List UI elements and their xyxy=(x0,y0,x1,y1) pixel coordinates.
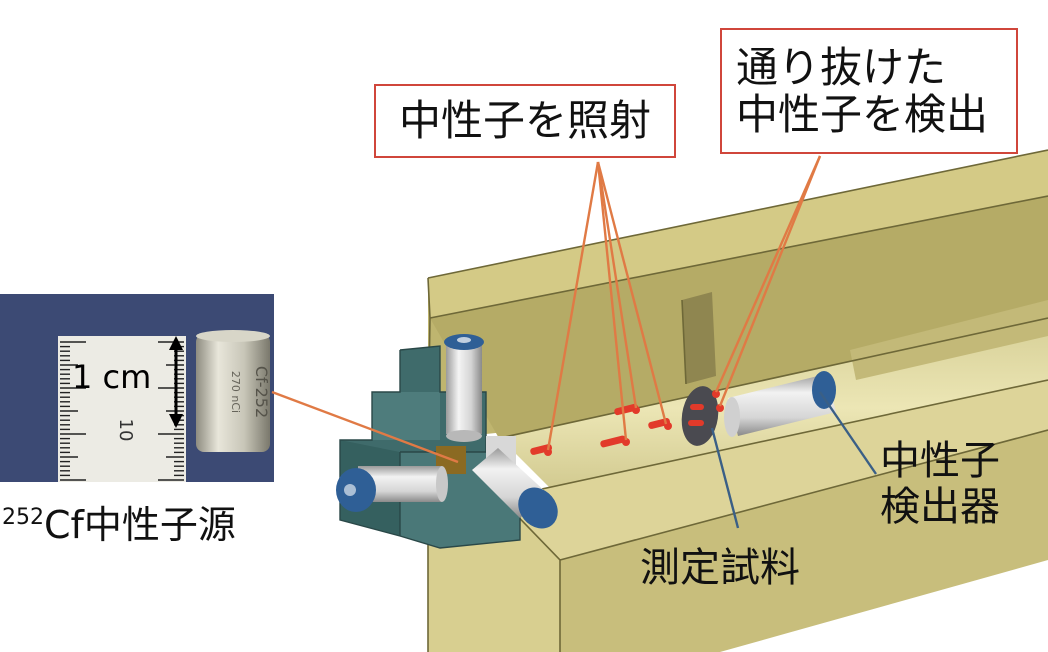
neutron-detector xyxy=(724,371,836,437)
source-side-detector-left xyxy=(336,466,448,512)
leader-source xyxy=(271,390,459,464)
source-label: 252Cf中性子源 xyxy=(2,494,236,549)
source-side-detector-right xyxy=(472,448,558,529)
capsule-marking-isotope: Cf-252 xyxy=(252,366,271,418)
source-label-text: Cf中性子源 xyxy=(44,503,236,547)
ruler-number: 10 xyxy=(115,419,136,442)
detector-label-line2: 検出器 xyxy=(880,484,1000,530)
leader-detector xyxy=(819,391,877,475)
capsule-marking-activity: 270 nCi xyxy=(229,371,242,413)
detector-cap xyxy=(812,371,836,409)
leader-irradiate-4 xyxy=(596,161,668,425)
detector-label: 中性子 検出器 xyxy=(880,438,1000,530)
cf252-capsule xyxy=(196,334,270,452)
source-isotope-number: 252 xyxy=(2,505,44,530)
callout-detect-line1: 通り抜けた xyxy=(736,42,947,92)
leader-irradiate-3 xyxy=(596,161,638,409)
scale-label: 1 cm xyxy=(72,358,152,396)
callout-detect-passed: 通り抜けた 中性子を検出 xyxy=(720,28,1018,154)
leader-irradiate-2 xyxy=(596,161,628,441)
detector-leader-lines xyxy=(710,391,877,529)
leader-detect-2 xyxy=(718,155,822,407)
source-side-detector-top xyxy=(444,334,484,442)
measurement-sample xyxy=(681,386,719,446)
leader-sample xyxy=(710,427,740,529)
callout-irradiate: 中性子を照射 xyxy=(374,84,676,158)
leader-irradiate-1 xyxy=(546,161,600,451)
detector-label-line1: 中性子 xyxy=(880,438,1000,484)
detector-cap xyxy=(518,487,558,529)
callout-detect-line2: 中性子を検出 xyxy=(736,90,989,139)
scale-arrow xyxy=(169,336,183,428)
sample-label: 測定試料 xyxy=(640,545,800,591)
leader-detect-1 xyxy=(714,155,822,393)
neutron-dots xyxy=(530,390,724,456)
source-photo: 10 Cf-252 270 nCi xyxy=(0,294,274,482)
callout-irradiate-text: 中性子を照射 xyxy=(398,96,651,146)
leader-lines xyxy=(271,155,822,464)
ruler xyxy=(58,336,186,482)
